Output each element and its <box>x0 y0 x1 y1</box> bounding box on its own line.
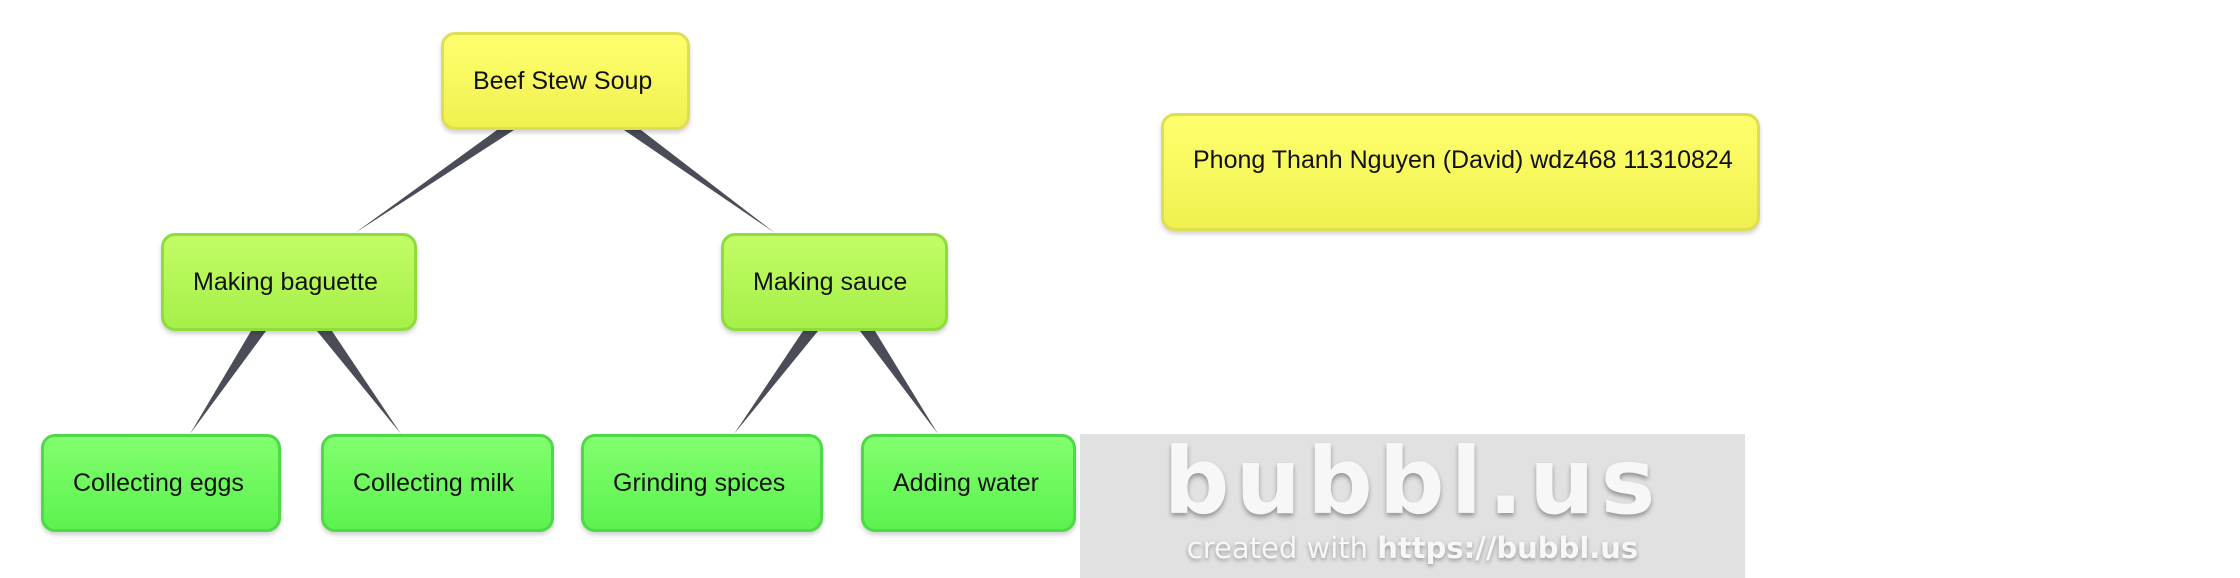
leaf-node-grinding-spices[interactable]: Grinding spices <box>581 434 823 532</box>
branch-node-making-baguette[interactable]: Making baguette <box>161 233 417 331</box>
leaf-node-collecting-eggs[interactable]: Collecting eggs <box>41 434 281 532</box>
connector-making-baguette-to-collecting-milk <box>317 331 401 434</box>
leaf-node-adding-water[interactable]: Adding water <box>861 434 1076 532</box>
bubblus-logo: bubbl.us <box>1163 427 1662 535</box>
leaf-node-label: Adding water <box>893 468 1039 497</box>
author-note-node[interactable]: Phong Thanh Nguyen (David) wdz468 113108… <box>1161 113 1760 231</box>
root-node[interactable]: Beef Stew Soup <box>441 32 690 130</box>
connector-making-sauce-to-adding-water <box>860 331 938 434</box>
watermark-caption-url: https://bubbl.us <box>1377 531 1639 565</box>
connector-making-baguette-to-collecting-eggs <box>190 331 266 434</box>
leaf-node-collecting-milk[interactable]: Collecting milk <box>321 434 554 532</box>
branch-node-making-sauce[interactable]: Making sauce <box>721 233 948 331</box>
watermark-caption-prefix: created with <box>1186 531 1369 565</box>
leaf-node-label: Collecting milk <box>353 468 515 497</box>
branch-node-label: Making baguette <box>193 267 378 296</box>
leaf-node-label: Grinding spices <box>613 468 786 497</box>
connector-making-sauce-to-grinding-spices <box>734 331 818 434</box>
leaf-node-label: Collecting eggs <box>73 468 244 497</box>
connector-root-to-making-sauce <box>624 130 775 233</box>
bubblus-watermark: bubbl.us created with https://bubbl.us <box>1080 434 1745 578</box>
author-note-label: Phong Thanh Nguyen (David) wdz468 113108… <box>1193 146 1733 174</box>
root-node-label: Beef Stew Soup <box>473 66 653 95</box>
watermark-caption: created with https://bubbl.us <box>1080 530 1745 566</box>
connector-root-to-making-baguette <box>355 130 514 233</box>
branch-node-label: Making sauce <box>753 267 908 296</box>
